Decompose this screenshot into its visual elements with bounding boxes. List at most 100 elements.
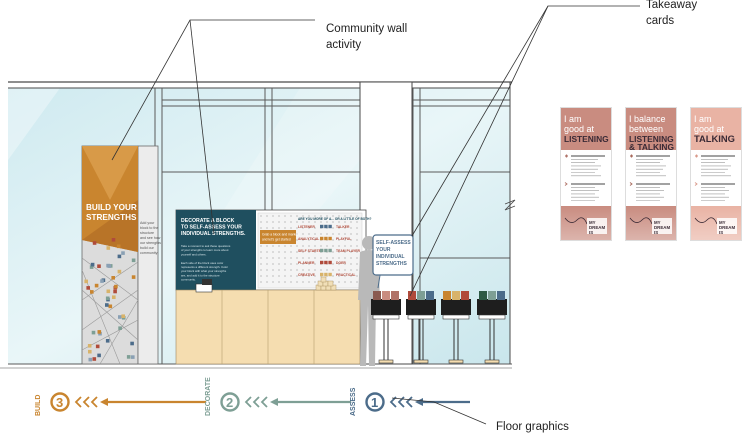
tower-block [105, 296, 110, 301]
card-title-1: I am [564, 114, 582, 124]
tower-block [105, 303, 109, 307]
sign-line-3: INDIVIDUAL [376, 254, 405, 260]
callout-community-wall-1: Community wall [326, 23, 407, 35]
tower-block [117, 269, 122, 274]
tower-block [100, 279, 104, 283]
trait-left: PLANNER [298, 261, 315, 265]
trait-left: ANALYTICAL [298, 237, 319, 241]
chevron-left-icon [260, 396, 268, 408]
tower-block [131, 355, 135, 359]
trait-swatch [320, 272, 324, 277]
trait-left: LISTENER [298, 225, 315, 229]
card-title-2: good at [694, 124, 725, 134]
tower-blocks [84, 238, 136, 362]
tower-blurb-line: community. [140, 251, 158, 255]
callout-floor: Floor graphics [496, 421, 569, 433]
stand-card [408, 291, 416, 300]
card-body [626, 150, 676, 206]
card-strength: TALKING [694, 133, 735, 144]
tower-block [121, 314, 125, 318]
trait-left: SELF STARTER [298, 249, 324, 253]
tower-block [90, 262, 95, 267]
wood-block [327, 280, 334, 287]
stand-card [443, 291, 451, 300]
panel-body-line: your block with what your strengths [181, 269, 227, 273]
tower-block [131, 275, 136, 279]
stand-tray [477, 299, 507, 315]
floor-step-label: ASSESS [350, 387, 357, 416]
board-note-1: Grab a block and markers [262, 233, 300, 237]
card-body [561, 150, 611, 206]
card-footer-1: MY [654, 220, 661, 225]
sign-line-4: STRENGTHS [376, 261, 408, 267]
callout-takeaway-1: Takeaway [646, 0, 697, 11]
trait-swatch [324, 236, 328, 241]
card-stand [441, 291, 471, 364]
callout-community-wall-2: activity [326, 39, 361, 51]
marker-cup [195, 283, 213, 293]
panel-body-line: Take a moment to ask these questions [181, 244, 231, 248]
panel-body-line: yourself and others. [181, 252, 207, 256]
trait-swatch [320, 224, 324, 229]
tower-blurb-line: Add your [140, 221, 155, 225]
card-footer-1: MY [719, 220, 726, 225]
card-footer-1: MY [589, 220, 596, 225]
tower-block [86, 286, 90, 290]
stand-card [497, 291, 505, 300]
wood-block [330, 284, 337, 291]
card-title-1: I am [694, 114, 712, 124]
board-note-2: and let's get started [262, 238, 291, 242]
card-logo [717, 218, 737, 234]
tower-block [97, 353, 101, 358]
stand-card [391, 291, 399, 300]
panel-body-line: are, and add it to the structure [181, 273, 220, 277]
stand-card [382, 291, 390, 300]
trait-right: DOER [336, 261, 346, 265]
floor-step-circle [50, 392, 70, 412]
tower-block [118, 315, 122, 319]
tower-right-face [137, 145, 159, 365]
teal-panel [176, 210, 256, 290]
tower-blurb-line: our strengths [140, 241, 161, 245]
arrow-left-icon [100, 398, 108, 406]
card-body [691, 150, 741, 206]
tower-block [111, 276, 115, 280]
floor-step-number: 3 [56, 395, 63, 410]
tower-block [111, 238, 116, 242]
tower-block [97, 330, 102, 334]
panel-body-line: represents a different strength. Color [181, 265, 228, 269]
pegboard: Grab a block and markers and let's get s… [257, 212, 371, 289]
tower-block [131, 258, 136, 263]
tower-block [89, 265, 94, 269]
tower-block [113, 289, 117, 294]
arrow-left-icon [270, 398, 278, 406]
break-symbol [504, 199, 516, 211]
trait-swatch [328, 224, 332, 229]
trait-swatch [328, 248, 332, 253]
trait-swatch [324, 260, 328, 265]
tower-block [117, 254, 122, 259]
tower-block [84, 279, 88, 284]
tower-blurb-line: build our [140, 246, 155, 250]
trait-right: TALKER [336, 225, 350, 229]
card-header [561, 108, 611, 150]
tower-block [90, 290, 94, 294]
panel-body-line: of your strengths to learn more about [181, 248, 229, 252]
card-footer-3: IS [719, 230, 723, 235]
card-strength-2: & TALKING [629, 142, 674, 152]
tower-block [116, 244, 121, 249]
card-title-2: good at [564, 124, 595, 134]
chevron-left-icon [74, 396, 82, 408]
tower-block [95, 344, 100, 349]
chevron-left-icon [244, 396, 252, 408]
tower-block [108, 304, 113, 309]
